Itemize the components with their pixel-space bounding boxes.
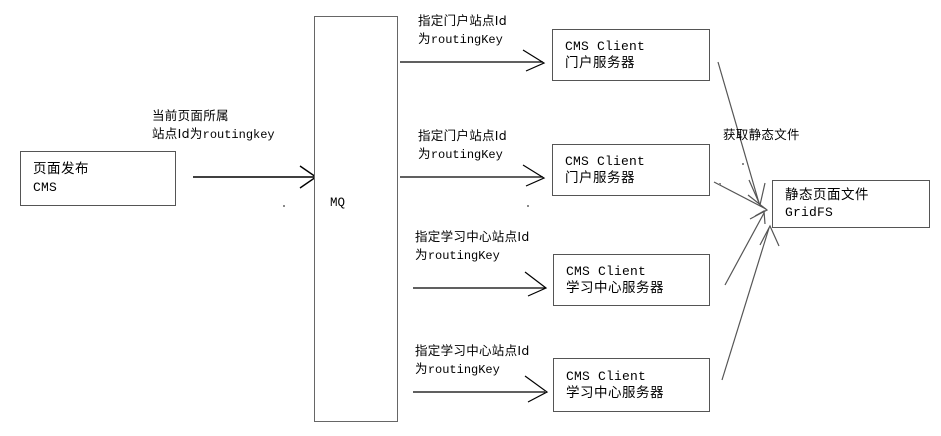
edge-label-line2-mono: routingKey xyxy=(430,32,503,47)
edge-label-line1: 指定门户站点Id xyxy=(418,128,508,143)
static-page-file-gridfs[interactable]: 静态页面文件 GridFS xyxy=(772,180,930,228)
edge-label-line1: 指定学习中心站点Id xyxy=(415,229,530,244)
edge-label-line2-cjk: 为 xyxy=(415,246,428,262)
scan-speck xyxy=(283,205,285,207)
arrow-client-3-to-gridfs xyxy=(724,210,766,286)
arrow-mq-to-client-4 xyxy=(413,375,549,403)
edge-label-line2-cjk: 为 xyxy=(418,145,431,161)
mq-label: MQ xyxy=(330,196,346,210)
arrow-mq-to-client-2 xyxy=(400,164,546,187)
scan-speck xyxy=(742,163,744,165)
page-publish-cms[interactable]: 页面发布 CMS xyxy=(20,151,176,206)
scan-speck xyxy=(527,205,529,207)
edge-label-line2: 为routingKey xyxy=(415,360,530,379)
cms-client-portal-2[interactable]: CMS Client 门户服务器 xyxy=(552,144,710,196)
edge-label-line1: 指定学习中心站点Id xyxy=(415,343,530,358)
cms-client-learning-center-1-line1: CMS Client xyxy=(566,263,647,279)
edge-label-portal-site-id-routingkey-2: 指定门户站点Id 为routingKey xyxy=(418,127,507,164)
gridfs-line2: GridFS xyxy=(785,205,834,221)
edge-label-line2-cjk: 站点Id为 xyxy=(152,125,203,141)
edge-label-learning-center-site-id-routingkey-2: 指定学习中心站点Id 为routingKey xyxy=(415,342,530,379)
edge-label-line2-mono: routingKey xyxy=(430,147,503,162)
scan-speck xyxy=(719,183,721,185)
edge-label-learning-center-site-id-routingkey-1: 指定学习中心站点Id 为routingKey xyxy=(415,228,530,265)
edge-label-line2-cjk: 为 xyxy=(415,360,428,376)
page-publish-cms-line1: 页面发布 xyxy=(33,161,89,178)
edge-label-line2: 为routingKey xyxy=(418,145,507,164)
edge-label-line2: 站点Id为routingkey xyxy=(152,125,275,144)
cms-client-learning-center-1[interactable]: CMS Client 学习中心服务器 xyxy=(553,254,710,306)
edge-label-line2: 为routingKey xyxy=(415,246,530,265)
edge-label-portal-site-id-routingkey-1: 指定门户站点Id 为routingKey xyxy=(418,12,507,49)
edge-label-line2: 为routingKey xyxy=(418,30,507,49)
gridfs-line1: 静态页面文件 xyxy=(785,186,869,203)
edge-label-fetch-static-file: 获取静态文件 xyxy=(723,127,800,142)
arrow-mq-to-client-1 xyxy=(400,49,546,72)
cms-client-learning-center-1-line2: 学习中心服务器 xyxy=(566,279,664,296)
cms-client-portal-1-line1: CMS Client xyxy=(565,38,646,54)
edge-label-line2-mono: routingkey xyxy=(202,127,275,142)
edge-label-line2-mono: routingKey xyxy=(427,362,500,377)
cms-client-portal-1[interactable]: CMS Client 门户服务器 xyxy=(552,29,710,81)
cms-client-learning-center-2-line1: CMS Client xyxy=(566,368,647,384)
cms-client-portal-1-line2: 门户服务器 xyxy=(565,54,635,71)
edge-label-line1: 指定门户站点Id xyxy=(418,13,508,28)
page-publish-cms-line2: CMS xyxy=(33,179,58,195)
cms-client-portal-2-line2: 门户服务器 xyxy=(565,169,635,186)
edge-label-current-page-site-routingkey: 当前页面所属 站点Id为routingkey xyxy=(152,107,275,144)
edge-label-line2-cjk: 为 xyxy=(418,30,431,46)
cms-client-portal-2-line1: CMS Client xyxy=(565,153,646,169)
cms-client-learning-center-2-line2: 学习中心服务器 xyxy=(566,384,664,401)
edge-label-line2-mono: routingKey xyxy=(427,248,500,263)
cms-client-learning-center-2[interactable]: CMS Client 学习中心服务器 xyxy=(553,358,710,412)
arrow-mq-to-client-3 xyxy=(413,271,548,297)
mq-queue xyxy=(314,16,398,422)
arrow-client-4-to-gridfs xyxy=(721,224,780,381)
edge-label-line1: 当前页面所属 xyxy=(152,108,229,123)
arrow-publisher-to-mq xyxy=(193,165,318,189)
